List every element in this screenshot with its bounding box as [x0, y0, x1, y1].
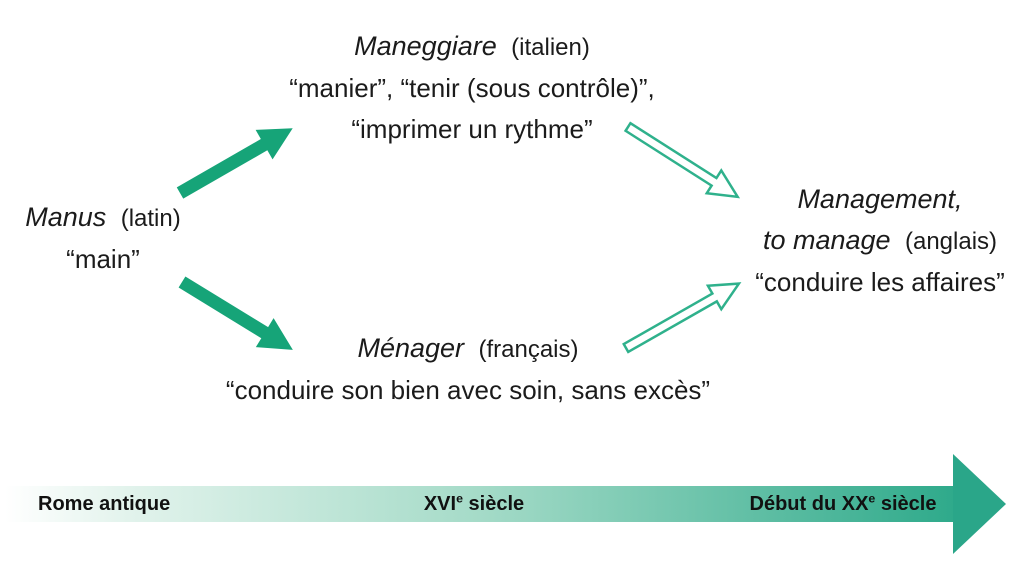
node-maneggiare-definition-1: “manier”, “tenir (sous contrôle)”,: [289, 73, 655, 103]
node-menager-title: Ménager (français): [138, 328, 798, 370]
solid-arrow-manus-to-maneggiare-icon: [176, 128, 293, 199]
hollow-arrow-maneggiare-to-management-icon: [623, 121, 741, 199]
timeline-bar: [5, 486, 953, 522]
node-management-title-1: Management,: [737, 179, 1023, 220]
node-manus-term: Manus: [25, 202, 107, 232]
timeline-era-debut-xxe-siecle-label: Début du XXe siècle: [749, 490, 937, 515]
solid-arrow-manus-to-menager-icon: [178, 276, 293, 350]
timeline-era-xvie-siecle-label: XVIe siècle: [423, 490, 525, 515]
node-manus-language: (latin): [120, 205, 181, 232]
node-management-definition: “conduire les affaires”: [755, 267, 1005, 297]
node-manus-definition: “main”: [66, 244, 140, 274]
node-manus-title: Manus (latin): [3, 197, 203, 239]
node-menager: Ménager (français) “conduire son bien av…: [138, 328, 798, 411]
node-maneggiare-language: (italien): [511, 34, 590, 61]
node-management-term-2: to manage: [762, 225, 891, 255]
node-maneggiare: Maneggiare (italien) “manier”, “tenir (s…: [240, 26, 704, 150]
node-management-title-2: to manage (anglais): [737, 220, 1023, 262]
hollow-arrow-menager-to-management-icon: [622, 282, 742, 354]
node-management-term-1: Management,: [797, 184, 963, 214]
timeline-arrow-head-icon: [953, 454, 1006, 554]
timeline-era-debut-xxe-siecle: Début du XXe siècle: [743, 486, 943, 522]
node-management: Management, to manage (anglais) “conduir…: [737, 179, 1023, 303]
node-menager-definition: “conduire son bien avec soin, sans excès…: [225, 375, 711, 405]
node-maneggiare-definition-2: “imprimer un rythme”: [351, 114, 593, 144]
timeline-era-rome-antique-label: Rome antique: [38, 492, 171, 515]
timeline-era-xvie-siecle: XVIe siècle: [394, 486, 554, 522]
timeline-era-rome-antique: Rome antique: [38, 486, 170, 522]
node-management-language: (anglais): [904, 228, 998, 255]
node-menager-term: Ménager: [357, 333, 465, 363]
node-maneggiare-title: Maneggiare (italien): [240, 26, 704, 68]
node-manus: Manus (latin) “main”: [3, 197, 203, 280]
node-menager-language: (français): [478, 336, 579, 363]
node-maneggiare-term: Maneggiare: [354, 31, 497, 61]
